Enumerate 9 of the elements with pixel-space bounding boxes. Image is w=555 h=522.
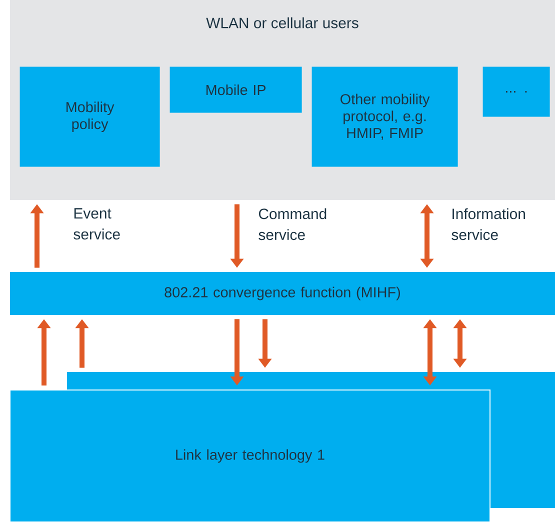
layer-box: Link layer technology 1 (10, 389, 490, 522)
edge-label: Event service (74, 208, 120, 240)
function-bar: 802.21 convergence function (MIHF) (10, 272, 555, 315)
edge-label: Information service (452, 208, 525, 240)
edge-label: Command service (258, 208, 326, 240)
process-box: Mobility policy (20, 66, 160, 167)
process-box: ... . (482, 66, 550, 117)
process-box: Mobile IP (170, 66, 302, 113)
process-box: Other mobility protocol, e.g. HMIP, FMIP (312, 66, 458, 167)
